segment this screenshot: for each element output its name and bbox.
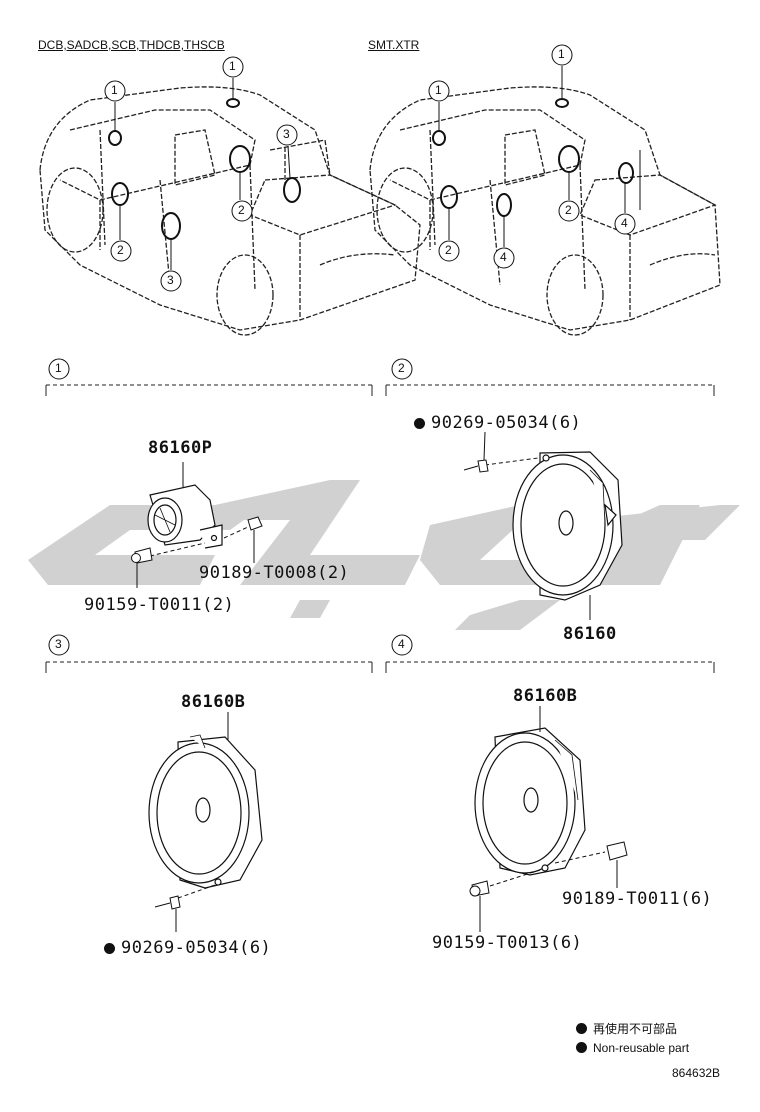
part-label-86160: 86160 [563, 624, 617, 644]
part-label-86160B-sec4: 86160B [513, 686, 578, 706]
callout-circles [104, 44, 636, 292]
rivet-90269-05034-sec3 [154, 884, 216, 932]
part-label-86160P: 86160P [148, 438, 213, 458]
part-label-90269-05034-sec3: 90269-05034(6) [104, 938, 271, 958]
speaker-86160 [512, 451, 623, 620]
callout-number-1: 1 [111, 83, 118, 97]
rivet-90269-05034-sec2 [463, 431, 539, 473]
legend-text: Non-reusable part [593, 1041, 690, 1055]
section-divider-ticks [45, 385, 715, 673]
part-label-90159-T0013: 90159-T0013(6) [432, 933, 583, 953]
callout-number-3: 3 [167, 273, 174, 287]
callout-number-4: 4 [621, 216, 628, 230]
callout-number-2: 2 [117, 243, 124, 257]
part-label-90269-05034-sec2: 90269-05034(6) [414, 413, 581, 433]
section-number-4: 4 [398, 637, 405, 651]
section-dividers [46, 384, 714, 663]
header-right-group: SMT.XTR [368, 38, 420, 52]
part-label-90189-T0008: 90189-T0008(2) [199, 563, 350, 583]
nut-90189-T0008 [223, 516, 263, 563]
diagram-code: 864632B [672, 1066, 721, 1080]
speaker-86160B-sec4 [474, 706, 586, 876]
truck-illustration-left [39, 86, 421, 336]
tweeter-86160P [147, 462, 223, 549]
callout-number-2: 2 [238, 203, 245, 217]
part-label-90159-T0011: 90159-T0011(2) [84, 595, 235, 615]
part-label-90189-T0011: 90189-T0011(6) [562, 889, 713, 909]
legend-row-japanese: 再使用不可部品 [576, 1020, 677, 1037]
non-reusable-dot-icon [576, 1042, 587, 1053]
speaker-locations-right [432, 98, 634, 217]
speaker-locations-left [108, 98, 301, 240]
screw-90159-T0013 [469, 869, 541, 932]
part-label-86160B-sec3: 86160B [181, 692, 246, 712]
callout-leaders [114, 66, 641, 270]
speaker-86160B-sec3 [148, 712, 263, 889]
non-reusable-dot-icon [576, 1023, 587, 1034]
screw-90159-T0011 [131, 542, 206, 588]
section-number-1: 1 [55, 361, 62, 375]
callout-number-4: 4 [500, 250, 507, 264]
callout-number-3: 3 [283, 127, 290, 141]
callout-number-1: 1 [229, 59, 236, 73]
part-number-text: 90269-05034(6) [431, 413, 582, 433]
section-number-2: 2 [398, 361, 405, 375]
callout-number-2: 2 [445, 243, 452, 257]
nut-90189-T0011 [554, 841, 628, 888]
callout-number-2: 2 [565, 203, 572, 217]
non-reusable-dot-icon [414, 418, 425, 429]
callout-number-1: 1 [435, 83, 442, 97]
non-reusable-dot-icon [104, 943, 115, 954]
part-number-text: 90269-05034(6) [121, 938, 272, 958]
legend-row-english: Non-reusable part [576, 1041, 689, 1055]
section-number-circles [48, 358, 413, 656]
legend-text: 再使用不可部品 [593, 1022, 678, 1036]
callout-number-1: 1 [558, 47, 565, 61]
truck-illustration-right [369, 86, 721, 336]
header-left-group: DCB,SADCB,SCB,THDCB,THSCB [38, 38, 225, 52]
section-number-3: 3 [55, 637, 62, 651]
